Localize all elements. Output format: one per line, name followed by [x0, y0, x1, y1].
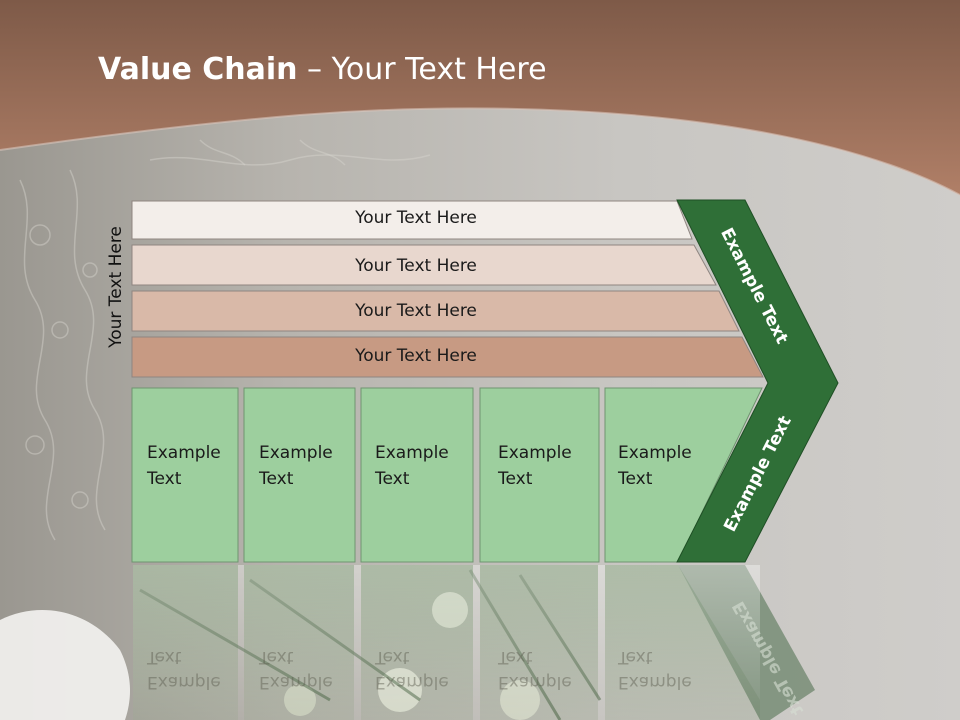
activity-box-3-line1: Example [375, 443, 449, 463]
activity-box-3[interactable] [360, 387, 474, 563]
header-band [0, 0, 960, 195]
reflection-box-5-line1: Example [618, 672, 692, 692]
reflection [133, 565, 815, 720]
activity-boxes [131, 387, 763, 563]
reflection-box-1-line2: Text [146, 647, 182, 667]
reflection-box-2-line2: Text [258, 647, 294, 667]
side-label: Your Text Here [106, 226, 126, 348]
margin-chevron[interactable] [676, 199, 839, 563]
activity-box-2-line2: Text [259, 469, 294, 489]
bar-stack [131, 200, 764, 378]
white-fabric [0, 610, 130, 720]
bar-1-label: Your Text Here [355, 208, 477, 228]
activity-box-1[interactable] [131, 387, 239, 563]
activity-box-2-line1: Example [259, 443, 333, 463]
header-curve-highlight [0, 107, 960, 196]
activity-box-4-label: Example Text [498, 440, 572, 492]
activity-box-3-label: Example Text [375, 440, 449, 492]
reflection-box-1-line1: Example [147, 672, 221, 692]
activity-box-5-line1: Example [618, 443, 692, 463]
activity-box-4[interactable] [479, 387, 600, 563]
lace-texture [19, 139, 431, 541]
bar-1[interactable] [131, 200, 693, 240]
slide-title: Value Chain – Your Text Here [98, 52, 547, 87]
bar-2-label: Your Text Here [355, 256, 477, 276]
activity-box-2[interactable] [243, 387, 356, 563]
activity-box-1-label: Example Text [147, 440, 221, 492]
activity-box-4-line1: Example [498, 443, 572, 463]
bar-4-label: Your Text Here [355, 346, 477, 366]
activity-box-1-line2: Text [147, 469, 182, 489]
activity-box-5-label: Example Text [618, 440, 692, 492]
reflection-box-3-line1: Example [375, 672, 449, 692]
title-rest: – Your Text Here [297, 52, 547, 87]
activity-box-4-line2: Text [498, 469, 533, 489]
activity-box-2-label: Example Text [259, 440, 333, 492]
bar-4[interactable] [131, 336, 764, 378]
reflection-box-4-line2: Text [497, 647, 533, 667]
bar-3-label: Your Text Here [355, 301, 477, 321]
reflection-box-2-line1: Example [259, 672, 333, 692]
reflection-box-3-line2: Text [374, 647, 410, 667]
title-bold: Value Chain [98, 52, 298, 87]
activity-box-3-line2: Text [375, 469, 410, 489]
bar-3[interactable] [131, 290, 740, 332]
reflection-box-4-line1: Example [498, 672, 572, 692]
bar-2[interactable] [131, 244, 717, 286]
reflection-box-5-line2: Text [617, 647, 653, 667]
activity-box-5-line2: Text [618, 469, 653, 489]
activity-box-1-line1: Example [147, 443, 221, 463]
